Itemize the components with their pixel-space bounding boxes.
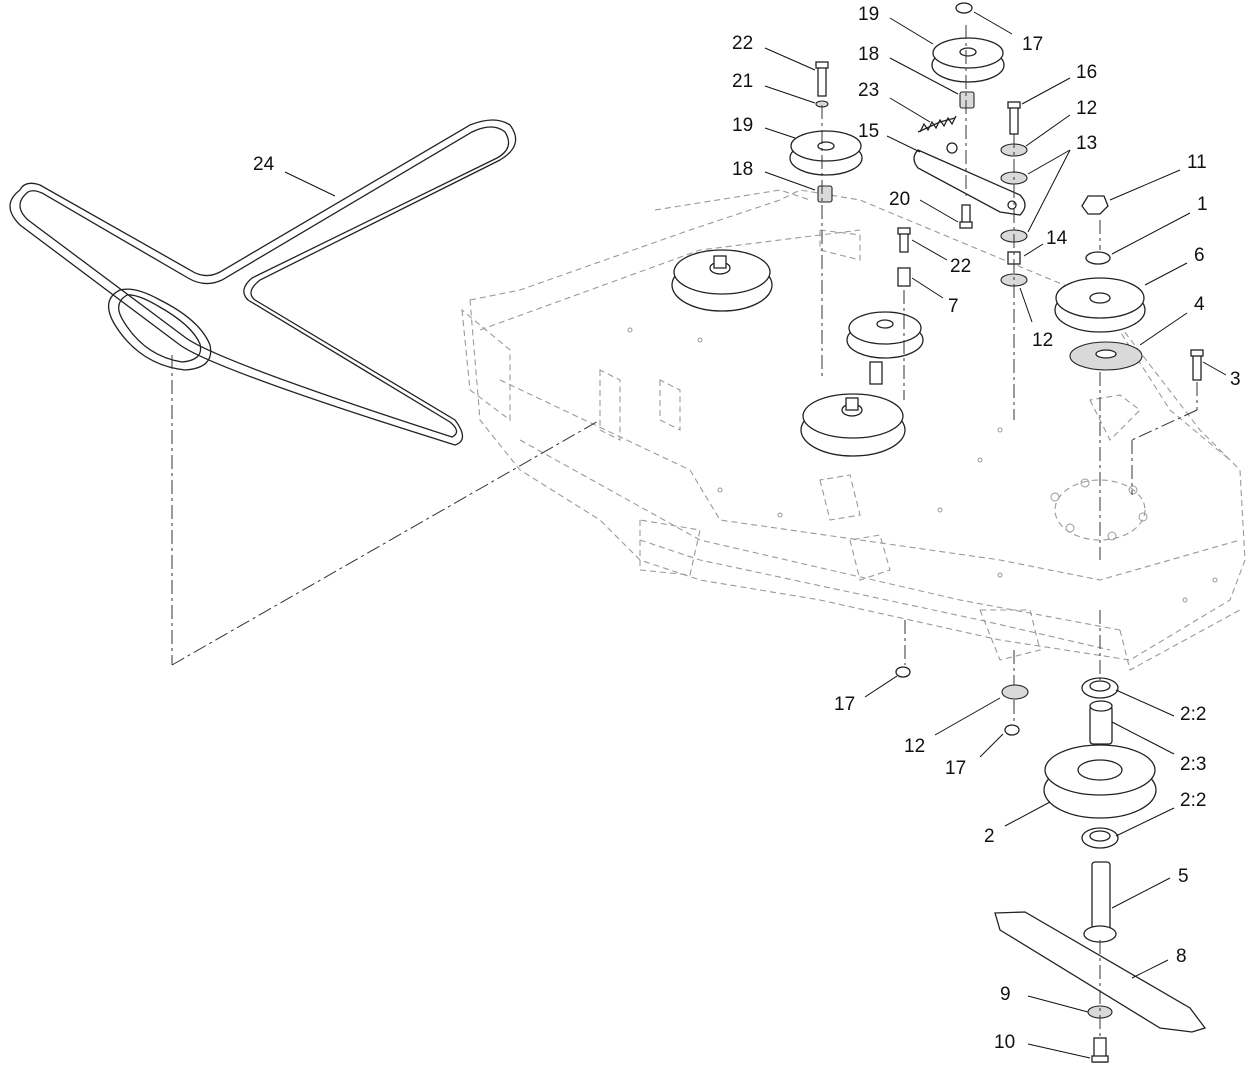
bolt-22-left (815, 61, 829, 97)
callout-13: 13 (1076, 133, 1097, 154)
idler-pulley-on-deck (846, 311, 924, 359)
bolt-20 (959, 204, 973, 229)
callout-4: 4 (1194, 294, 1205, 315)
spacer-on-deck (869, 361, 883, 385)
callout-11: 11 (1187, 152, 1207, 173)
spacer-2-3 (1089, 700, 1113, 745)
spacer-18-left (817, 185, 833, 203)
top-idler-pulley (931, 37, 1005, 83)
washer-4 (1069, 341, 1143, 371)
callout-2: 2 (984, 826, 995, 847)
callout-18-left: 18 (732, 159, 753, 180)
assembly-centerlines (171, 25, 1198, 1036)
bolt-10 (1091, 1037, 1109, 1063)
callout-3: 3 (1230, 369, 1241, 390)
callout-22-center: 22 (950, 256, 971, 277)
callout-labels: 24 22 21 19 18 19 17 18 23 15 20 16 12 1… (253, 4, 1241, 1053)
callout-2-2-bottom: 2:2 (1180, 790, 1206, 811)
nut-17-top (955, 2, 973, 14)
callout-16: 16 (1076, 62, 1097, 83)
callout-12-bottom: 12 (904, 736, 925, 757)
left-spindle-pulley (671, 249, 773, 312)
center-spindle-pulley (800, 393, 906, 457)
nut-11 (1081, 195, 1109, 215)
spindle-housing-2 (1043, 744, 1157, 819)
bolt-22-center (897, 227, 911, 253)
callout-14: 14 (1046, 228, 1068, 249)
callout-17-bottom: 17 (945, 758, 966, 779)
callout-7: 7 (948, 296, 959, 317)
callout-leader-lines (284, 11, 1227, 1059)
callout-2-2-top: 2:2 (1180, 704, 1206, 725)
callout-10: 10 (994, 1032, 1015, 1053)
spindle-shaft-5 (1083, 861, 1117, 943)
washers-12-13 (1000, 143, 1028, 287)
callout-12-mid: 12 (1032, 330, 1053, 351)
callout-15: 15 (858, 121, 879, 142)
callout-19-top: 19 (858, 4, 879, 25)
idler-arm (913, 142, 1026, 216)
callout-8: 8 (1176, 946, 1187, 967)
bolt-3 (1190, 349, 1204, 381)
washer-1 (1085, 251, 1111, 265)
pulley-6 (1054, 277, 1146, 333)
callout-2-3: 2:3 (1180, 754, 1206, 775)
bolt-16 (1007, 101, 1021, 135)
callout-12-top: 12 (1076, 98, 1097, 119)
drive-belt (9, 119, 517, 446)
callout-17-left: 17 (834, 694, 855, 715)
callout-22-left: 22 (732, 33, 753, 54)
callout-5: 5 (1178, 866, 1189, 887)
nut-17-bottom-left (895, 666, 911, 678)
callout-17-top: 17 (1022, 34, 1043, 55)
callout-21: 21 (732, 71, 753, 92)
callout-24: 24 (253, 154, 275, 175)
spacer-18-top (959, 91, 975, 109)
spacer-7 (897, 267, 911, 287)
callout-19-left: 19 (732, 115, 753, 136)
callout-6: 6 (1194, 245, 1205, 266)
nut-17-bottom (1004, 724, 1020, 736)
bearing-2-2-top (1081, 677, 1119, 699)
callout-9: 9 (1000, 984, 1011, 1005)
washer-12-bottom (1001, 684, 1029, 700)
upper-left-idler-pulley (789, 130, 863, 176)
callout-20: 20 (889, 189, 910, 210)
bearing-2-2-bottom (1081, 827, 1119, 849)
mower-deck-housing (461, 189, 1246, 671)
callout-18-top: 18 (858, 44, 879, 65)
callout-23: 23 (858, 80, 879, 101)
callout-1: 1 (1197, 194, 1208, 215)
extension-spring (917, 115, 957, 133)
